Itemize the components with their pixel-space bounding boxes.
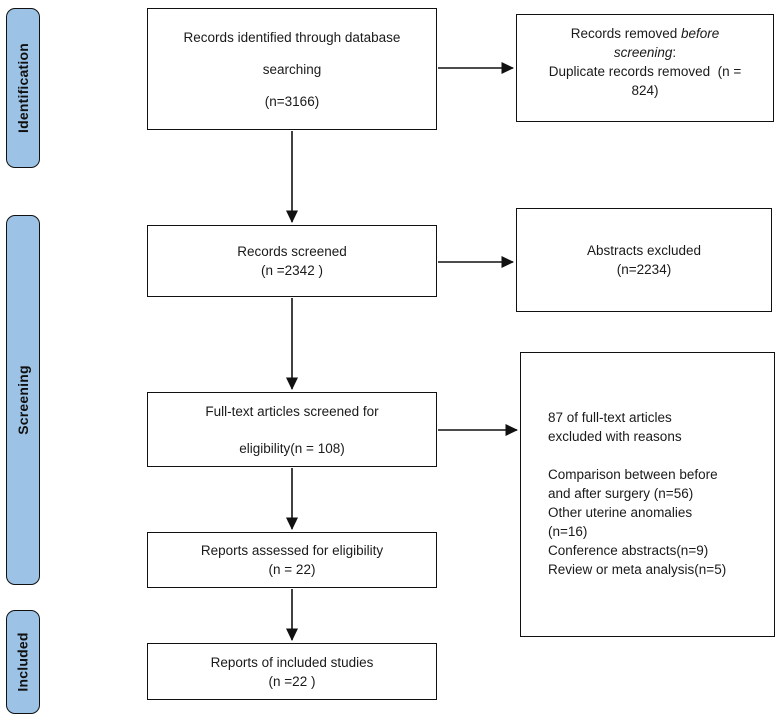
box-records-identified-line: Records identified through database xyxy=(183,30,401,45)
box-included-studies-line: Reports of included studies xyxy=(210,654,374,670)
box-excluded-line: Comparison between before xyxy=(548,467,718,482)
box-included-studies-line: (n =22 ) xyxy=(268,673,316,689)
box-excluded-line: excluded with reasons xyxy=(548,429,682,444)
removed-text-italic: before xyxy=(681,26,720,41)
box-records-identified-line: (n=3166) xyxy=(264,94,320,109)
stage-identification-label: Identification xyxy=(15,43,32,133)
stage-included: Included xyxy=(6,610,40,714)
box-records-screened-line: Records screened xyxy=(237,244,347,259)
box-fulltext-screened-line: eligibility(n = 108) xyxy=(239,440,345,456)
box-excluded-line: Other uterine anomalies xyxy=(548,505,693,520)
box-reports-assessed-line: Reports assessed for eligibility xyxy=(200,543,384,558)
removed-text-normal: Records removed xyxy=(570,26,681,41)
box-reports-assessed: Reports assessed for eligibility (n = 22… xyxy=(147,532,437,588)
box-records-removed-line: Duplicate records removed (n = xyxy=(548,64,742,79)
box-records-screened-line: (n =2342 ) xyxy=(261,263,323,278)
box-excluded-line: 87 of full-text articles xyxy=(548,410,672,425)
box-excluded-with-reasons: 87 of full-text articles excluded with r… xyxy=(520,352,775,637)
box-excluded-line: and after surgery (n=56) xyxy=(548,486,694,501)
stage-screening-label: Screening xyxy=(15,365,31,435)
box-excluded-line: (n=16) xyxy=(548,524,588,539)
box-records-screened: Records screened (n =2342 ) xyxy=(147,225,437,297)
stage-identification: Identification xyxy=(6,8,40,168)
box-reports-assessed-line: (n = 22) xyxy=(268,562,316,577)
box-records-identified-line: searching xyxy=(262,62,322,77)
removed-text-normal: : xyxy=(672,45,677,60)
box-records-removed-line: 824) xyxy=(631,83,659,98)
removed-text-italic: screening xyxy=(613,45,673,60)
box-excluded-line: Review or meta analysis(n=5) xyxy=(548,562,727,577)
box-excluded-line xyxy=(548,446,764,465)
box-records-removed: Records removed before screening: Duplic… xyxy=(516,14,774,122)
box-records-removed-line: screening: xyxy=(517,43,773,62)
box-included-studies: Reports of included studies (n =22 ) xyxy=(147,643,437,700)
box-excluded-line: Conference abstracts(n=9) xyxy=(548,543,709,558)
box-fulltext-screened: Full-text articles screened for eligibil… xyxy=(147,392,437,467)
box-fulltext-screened-line: Full-text articles screened for xyxy=(205,403,379,419)
stage-included-label: Included xyxy=(15,632,32,692)
stage-screening: Screening xyxy=(6,215,40,585)
box-records-removed-line: Records removed before xyxy=(517,24,773,43)
box-abstracts-excluded-line: (n=2234) xyxy=(616,262,672,277)
box-records-identified: Records identified through database sear… xyxy=(147,8,437,130)
box-abstracts-excluded-line: Abstracts excluded xyxy=(586,243,702,258)
box-abstracts-excluded: Abstracts excluded (n=2234) xyxy=(516,208,772,312)
